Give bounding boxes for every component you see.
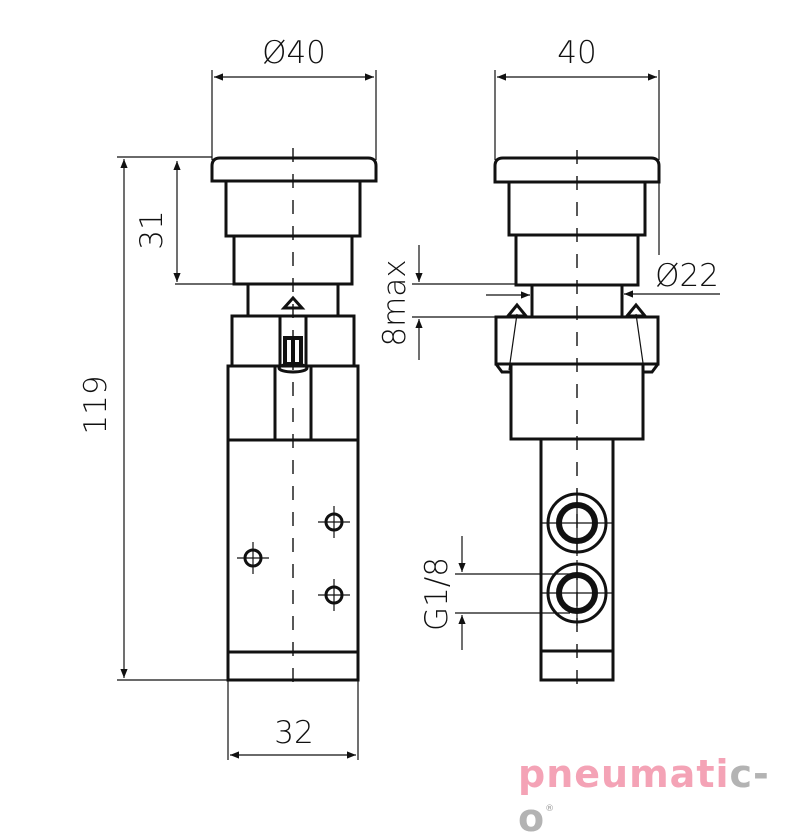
mounting-hole bbox=[318, 506, 350, 538]
registered-mark: ® bbox=[545, 804, 556, 814]
dimension-body-width: 32 bbox=[227, 680, 359, 760]
dim-label-head-height: 31 bbox=[134, 210, 170, 249]
mounting-hole bbox=[237, 542, 269, 574]
dim-label-overall-height: 119 bbox=[78, 375, 114, 434]
dim-label-body-width: 32 bbox=[274, 715, 313, 751]
front-view bbox=[210, 148, 378, 690]
dimension-head-height: 31 bbox=[134, 161, 234, 285]
dimension-head-width: 40 bbox=[494, 35, 660, 160]
mounting-hole bbox=[318, 579, 350, 611]
dim-label-port-thread: G1/8 bbox=[419, 557, 455, 631]
dimension-stroke: 8max bbox=[377, 245, 516, 360]
logo-text-main: pneumati bbox=[518, 752, 730, 796]
dimension-port-thread: G1/8 bbox=[419, 536, 570, 650]
dimension-head-diameter: Ø40 bbox=[211, 35, 377, 160]
side-view bbox=[493, 150, 661, 690]
dim-label-head-width: 40 bbox=[557, 35, 596, 71]
brand-logo: pneumatic-o® bbox=[518, 752, 800, 840]
dim-label-stroke: 8max bbox=[377, 259, 413, 346]
dimension-mount-diameter: Ø22 bbox=[486, 182, 720, 299]
dimension-overall-height: 119 bbox=[78, 156, 228, 681]
dim-label-head-diameter: Ø40 bbox=[262, 35, 326, 71]
dim-label-mount-diameter: Ø22 bbox=[655, 258, 719, 294]
technical-drawing: Ø40 119 31 32 bbox=[78, 35, 720, 760]
